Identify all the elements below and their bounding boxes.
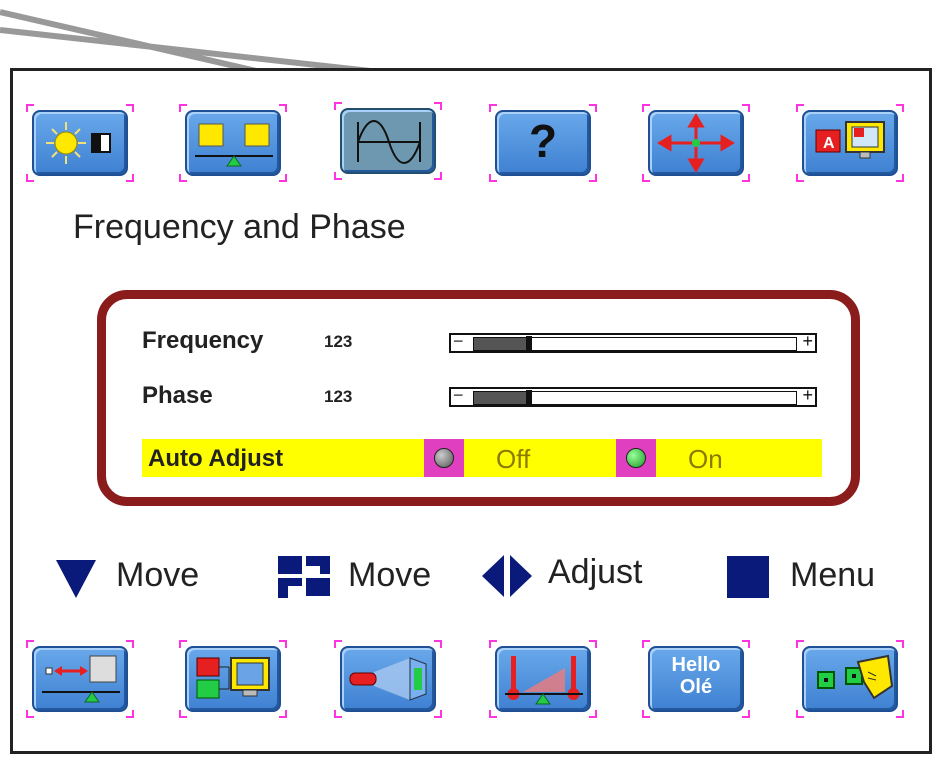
legend-adjust: Adjust: [548, 553, 643, 591]
factory-reset-icon: [817, 654, 894, 700]
phase-slider[interactable]: − +: [449, 385, 817, 407]
osd-language-icon: Hello Olé: [648, 654, 744, 698]
tile-image-position[interactable]: [179, 104, 287, 182]
frequency-phase-panel: Frequency 123 − + Phase 123 − + Auto Adj…: [97, 290, 860, 506]
section-move-icon: [278, 556, 330, 598]
down-arrow-icon: [56, 560, 96, 598]
legend-menu: Menu: [790, 556, 876, 594]
tile-color-temperature[interactable]: [489, 640, 597, 718]
tile-factory-reset[interactable]: [796, 640, 904, 718]
increase-icon[interactable]: +: [802, 331, 813, 351]
tile-input-select[interactable]: [179, 640, 287, 718]
auto-adjust-row[interactable]: Auto Adjust Off On: [142, 439, 822, 477]
left-right-arrows-icon: [482, 555, 532, 597]
decrease-icon[interactable]: −: [453, 385, 464, 405]
tile-projector[interactable]: [334, 640, 442, 718]
section-title: Frequency and Phase: [73, 208, 406, 246]
auto-adjust-on-radio[interactable]: [616, 439, 656, 477]
legend-move-down: Move: [116, 556, 200, 594]
tile-move[interactable]: [642, 104, 750, 182]
svg-text:A: A: [823, 135, 835, 152]
tile-language-display[interactable]: A: [796, 104, 904, 182]
frequency-value: 123: [324, 332, 353, 351]
language-display-icon: A: [815, 121, 885, 159]
brightness-contrast-icon: [46, 122, 111, 164]
decrease-icon[interactable]: −: [453, 331, 464, 351]
auto-adjust-on-label[interactable]: On: [688, 444, 723, 474]
move-arrows-icon: [657, 113, 735, 173]
hello-text: Hello: [671, 654, 721, 676]
slider-thumb[interactable]: [525, 336, 532, 350]
image-position-icon: [195, 123, 273, 167]
slider-thumb[interactable]: [525, 390, 532, 404]
phase-label: Phase: [142, 382, 213, 409]
radio-on-icon: [626, 448, 646, 468]
auto-adjust-off-radio[interactable]: [424, 439, 464, 477]
slider-track[interactable]: [473, 390, 797, 405]
tile-frequency-phase[interactable]: [334, 102, 442, 180]
tile-brightness-contrast[interactable]: [26, 104, 134, 182]
phase-value: 123: [324, 387, 353, 406]
frequency-phase-icon: [357, 120, 421, 164]
tile-help[interactable]: ?: [489, 104, 597, 182]
auto-adjust-off-label[interactable]: Off: [496, 444, 531, 474]
tile-image-size[interactable]: [26, 640, 134, 718]
image-size-icon: [42, 655, 120, 703]
menu-square-icon: [727, 556, 769, 598]
radio-off-icon: [434, 448, 454, 468]
ole-text: Olé: [679, 676, 713, 698]
tile-osd-language[interactable]: Hello Olé: [642, 640, 750, 718]
legend-move-section: Move: [348, 556, 432, 594]
frequency-slider[interactable]: − +: [449, 331, 817, 353]
increase-icon[interactable]: +: [802, 385, 813, 405]
auto-adjust-label: Auto Adjust: [148, 445, 284, 472]
projector-icon: [349, 657, 427, 701]
slider-track[interactable]: [473, 336, 797, 351]
input-select-icon: [196, 657, 270, 699]
help-icon: ?: [528, 115, 558, 167]
color-temperature-icon: [505, 656, 583, 705]
frequency-label: Frequency: [142, 327, 264, 354]
